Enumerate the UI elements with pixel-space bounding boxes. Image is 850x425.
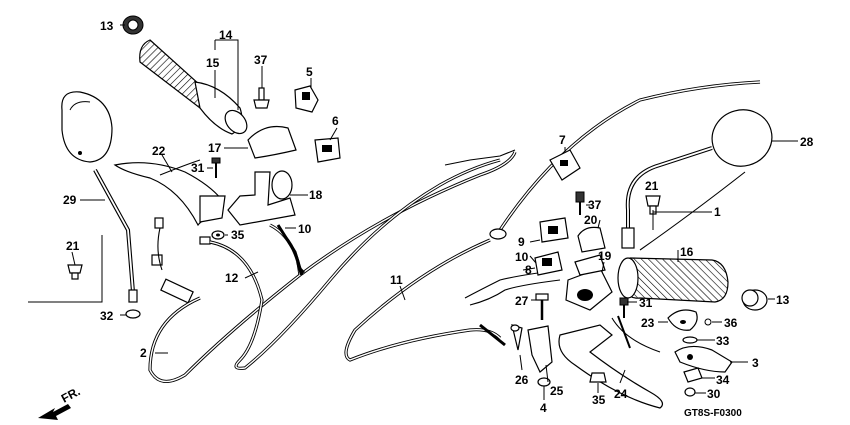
end-weight-right	[741, 289, 768, 311]
left-switch-housing	[227, 125, 297, 226]
callout-labels: 13 14 15 37 5 6 17 31 18 22 29 21 32 35 …	[63, 19, 814, 415]
callout-35a: 35	[231, 228, 245, 242]
callout-18: 18	[309, 188, 323, 202]
callout-8: 8	[525, 263, 532, 277]
cable-end-10-left	[276, 224, 305, 276]
callout-20: 20	[584, 213, 598, 227]
front-direction-arrow: FR.	[38, 384, 82, 420]
callout-2: 2	[140, 346, 147, 360]
callout-25: 25	[550, 384, 564, 398]
left-grip-part	[122, 15, 248, 135]
nut-35-left	[211, 230, 225, 240]
callout-17: 17	[208, 141, 222, 155]
callout-9: 9	[518, 235, 525, 249]
right-mirror	[621, 109, 773, 249]
callout-13b: 13	[776, 293, 790, 307]
callout-7: 7	[559, 133, 566, 147]
screw-31-right	[619, 297, 629, 318]
callout-12: 12	[225, 271, 239, 285]
right-lever	[558, 324, 663, 409]
callout-21a: 21	[66, 239, 80, 253]
callout-10a: 10	[298, 222, 312, 236]
left-mirror	[61, 91, 141, 319]
callout-30: 30	[707, 387, 721, 401]
callout-31b: 31	[639, 296, 653, 310]
callout-19: 19	[598, 249, 612, 263]
callout-37b: 37	[588, 198, 602, 212]
callout-14: 14	[219, 28, 233, 42]
cables	[148, 80, 761, 383]
callout-13a: 13	[100, 19, 114, 33]
switch-9-8	[534, 217, 569, 276]
switch-5-6	[294, 85, 341, 163]
callout-29: 29	[63, 193, 77, 207]
callout-10b: 10	[515, 250, 529, 264]
callout-3: 3	[752, 356, 759, 370]
callout-32: 32	[100, 309, 114, 323]
callout-21b: 21	[645, 179, 659, 193]
nut-35-right	[589, 372, 607, 383]
callout-24: 24	[614, 387, 628, 401]
screw-31-left	[211, 157, 221, 178]
callout-27: 27	[515, 294, 529, 308]
cable-ends-left	[151, 217, 211, 304]
bracket-line-left	[28, 235, 103, 303]
callout-33: 33	[716, 334, 730, 348]
callout-4: 4	[540, 401, 547, 415]
callout-35b: 35	[592, 393, 606, 407]
callout-28: 28	[800, 135, 814, 149]
callout-22: 22	[152, 144, 166, 158]
callout-37a: 37	[254, 53, 268, 67]
left-lever	[113, 162, 226, 227]
direction-label: FR.	[59, 384, 83, 405]
callout-26: 26	[515, 373, 529, 387]
callout-31a: 31	[191, 161, 205, 175]
bolt-21-left	[67, 264, 83, 280]
callout-34: 34	[716, 373, 730, 387]
leader-lines	[71, 24, 798, 400]
bolt-37-right	[575, 191, 585, 215]
callout-16: 16	[680, 245, 694, 259]
callout-23: 23	[641, 316, 655, 330]
callout-1: 1	[714, 205, 721, 219]
diagram-code: GT8S-F0300	[684, 408, 742, 419]
callout-36: 36	[724, 316, 738, 330]
piece-23-36	[667, 309, 712, 331]
bracket-26-25	[510, 324, 553, 387]
callout-15: 15	[206, 56, 220, 70]
bolt-37-left	[253, 87, 270, 109]
piece-33-3-34-30	[674, 336, 733, 397]
callout-11: 11	[390, 273, 403, 287]
callout-6: 6	[332, 114, 339, 128]
callout-5: 5	[306, 65, 313, 79]
right-grip	[617, 257, 729, 303]
switch-7	[549, 149, 581, 181]
screw-27	[535, 293, 549, 320]
right-switch-housing	[565, 226, 613, 311]
